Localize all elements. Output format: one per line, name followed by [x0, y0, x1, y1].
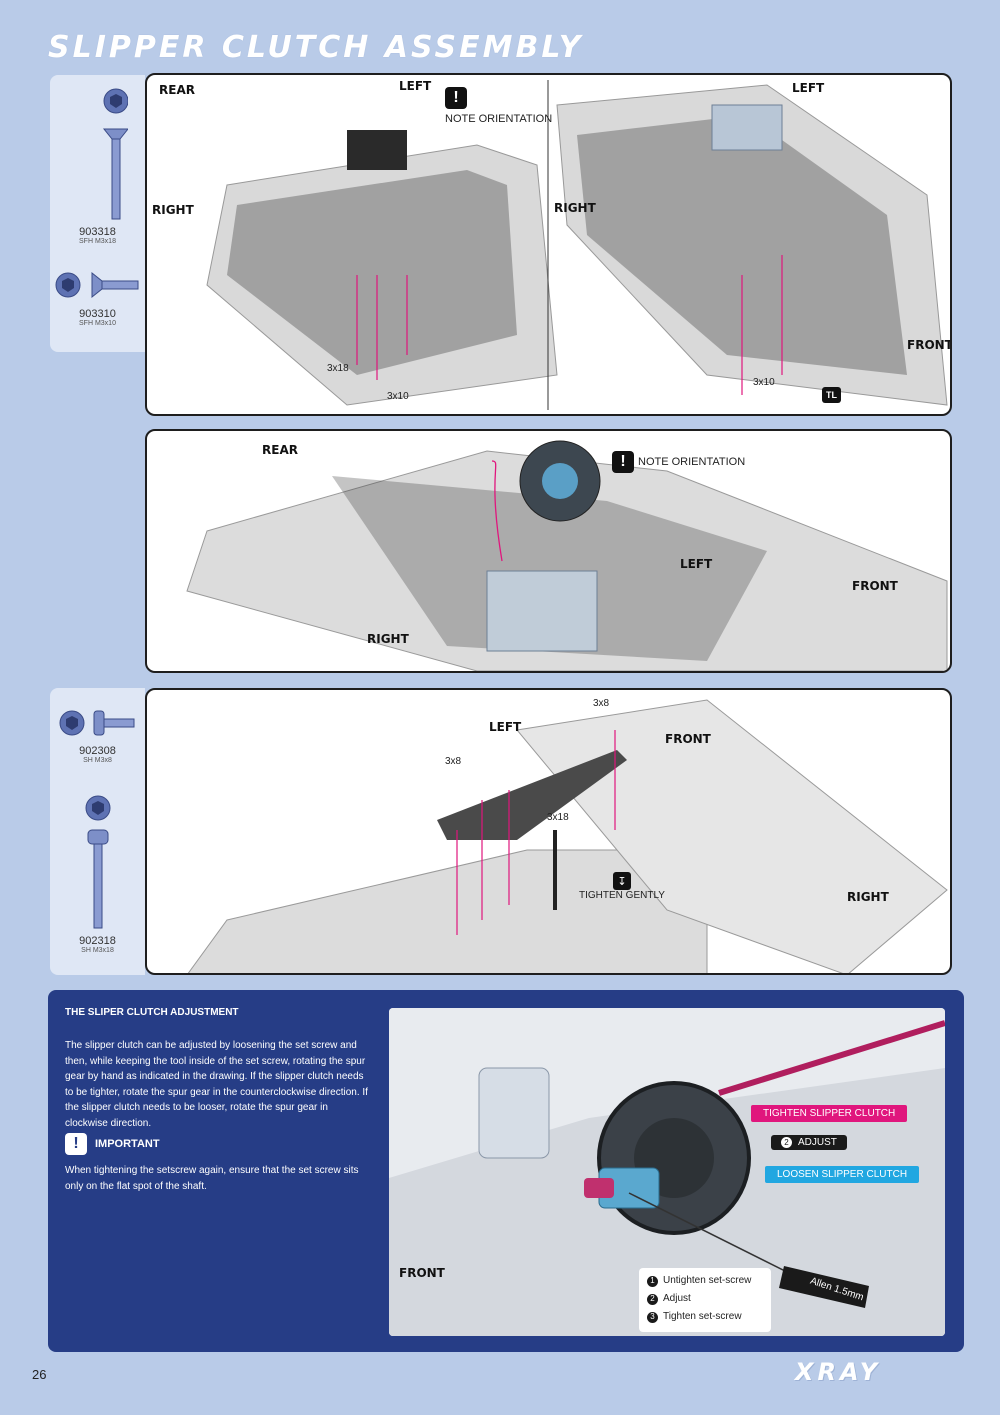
- parts-strip-bottom: 902308 SH M3x8 902318 SH M3x18: [50, 688, 145, 975]
- part-desc: SH M3x8: [83, 757, 112, 764]
- step-item: 3 Tighten set-screw: [647, 1308, 763, 1326]
- important-title: IMPORTANT: [95, 1138, 160, 1150]
- step-number-icon: 2: [781, 1137, 792, 1148]
- dir-right: RIGHT: [367, 632, 409, 646]
- dir-rear: REAR: [159, 83, 195, 97]
- adjust-text: ADJUST: [798, 1137, 837, 1148]
- warning-icon: !: [445, 87, 467, 109]
- tighten-icon: ↧: [612, 872, 631, 890]
- screw-label-3x10: 3x10: [387, 391, 409, 402]
- dir-front: FRONT: [399, 1266, 445, 1280]
- countersunk-screw-short-icon: [55, 271, 139, 299]
- part-903318: 903318 SFH M3x18: [50, 87, 145, 245]
- step1-panel: REAR LEFT RIGHT ! NOTE ORIENTATION 3x18 …: [145, 73, 952, 416]
- step3-drawing: [187, 699, 948, 973]
- dir-front: FRONT: [665, 732, 711, 746]
- dir-left: LEFT: [399, 79, 432, 93]
- adjustment-illustration: TIGHTEN SLIPPER CLUTCH 2 ADJUST LOOSEN S…: [389, 1008, 945, 1336]
- adjust-tag: 2 ADJUST: [771, 1135, 847, 1150]
- part-desc: SFH M3x10: [79, 320, 116, 327]
- step3-panel: 3x8 LEFT FRONT 3x8 3x18 ↧ TIGHTEN GENTLY…: [145, 688, 952, 975]
- socket-head-screw-short-icon: [59, 710, 135, 736]
- screw-label-3x8: 3x8: [593, 698, 610, 709]
- tighten-text: TIGHTEN GENTLY: [579, 890, 665, 901]
- brand-logo: XRAY: [795, 1358, 882, 1386]
- page-title: SLIPPER CLUTCH ASSEMBLY: [48, 30, 584, 65]
- warning-icon: !: [65, 1133, 87, 1155]
- dir-rear: REAR: [262, 443, 298, 457]
- warning-icon: !: [612, 451, 634, 473]
- dir-right: RIGHT: [554, 201, 596, 215]
- adjustment-text: The slipper clutch can be adjusted by lo…: [65, 1040, 368, 1129]
- note-text: NOTE ORIENTATION: [638, 456, 746, 468]
- parts-strip-top: 903318 SFH M3x18 903310 SFH M3x10: [50, 75, 145, 352]
- screw-label-3x18: 3x18: [547, 812, 569, 823]
- important-text: When tightening the setscrew again, ensu…: [65, 1165, 359, 1192]
- part-903310: 903310 SFH M3x10: [50, 267, 145, 327]
- page-number: 26: [32, 1367, 47, 1382]
- tighten-gently-label: ↧ TIGHTEN GENTLY: [579, 872, 665, 901]
- dir-right: RIGHT: [847, 890, 889, 904]
- adjustment-steps: 1 Untighten set-screw 2 Adjust 3 Tighten se…: [639, 1268, 771, 1332]
- tighten-slipper-tag: TIGHTEN SLIPPER CLUTCH: [751, 1105, 908, 1122]
- countersunk-screw-long-icon: [102, 88, 129, 220]
- dir-left: LEFT: [792, 81, 825, 95]
- part-code: 903310: [79, 308, 116, 320]
- screw-label-3x18: 3x18: [327, 363, 349, 374]
- dir-front: FRONT: [907, 338, 952, 352]
- part-902308: 902308 SH M3x8: [50, 706, 145, 764]
- step-number-icon: 2: [647, 1293, 658, 1305]
- screw-label-3x8: 3x8: [445, 756, 462, 767]
- part-desc: SH M3x18: [81, 947, 114, 954]
- step-item: 2 Adjust: [647, 1290, 763, 1308]
- part-902318: 902318 SH M3x18: [50, 794, 145, 954]
- step-item: 1 Untighten set-screw: [647, 1272, 763, 1290]
- adjustment-panel: THE SLIPER CLUTCH ADJUSTMENT The slipper…: [48, 990, 964, 1352]
- step-text: Tighten set-screw: [663, 1311, 742, 1322]
- dir-front: FRONT: [852, 579, 898, 593]
- dir-right: RIGHT: [152, 203, 194, 217]
- step2-drawing: [186, 440, 948, 671]
- part-code: 903318: [79, 226, 116, 238]
- note-orientation: ! NOTE ORIENTATION: [445, 87, 552, 125]
- dir-left: LEFT: [489, 720, 522, 734]
- loosen-slipper-tag: LOOSEN SLIPPER CLUTCH: [765, 1166, 920, 1183]
- adjustment-title: THE SLIPER CLUTCH ADJUSTMENT: [65, 1007, 239, 1018]
- note-text: NOTE ORIENTATION: [445, 113, 553, 125]
- step-text: Adjust: [663, 1293, 691, 1304]
- part-code: 902308: [79, 745, 116, 757]
- part-code: 902318: [79, 935, 116, 947]
- step-text: Untighten set-screw: [663, 1275, 752, 1286]
- step-number-icon: 3: [647, 1311, 658, 1323]
- threadlock-icon: TL: [822, 387, 841, 403]
- step1-drawing: [206, 80, 948, 410]
- note-orientation: ! NOTE ORIENTATION: [612, 451, 745, 473]
- dir-left: LEFT: [680, 557, 713, 571]
- part-desc: SFH M3x18: [79, 238, 116, 245]
- socket-head-screw-long-icon: [85, 795, 111, 929]
- step2-panel: REAR ! NOTE ORIENTATION LEFT FRONT RIGHT: [145, 429, 952, 673]
- step-number-icon: 1: [647, 1275, 658, 1287]
- important-heading: ! IMPORTANT: [65, 1133, 160, 1155]
- screw-label-3x10: 3x10: [753, 377, 775, 388]
